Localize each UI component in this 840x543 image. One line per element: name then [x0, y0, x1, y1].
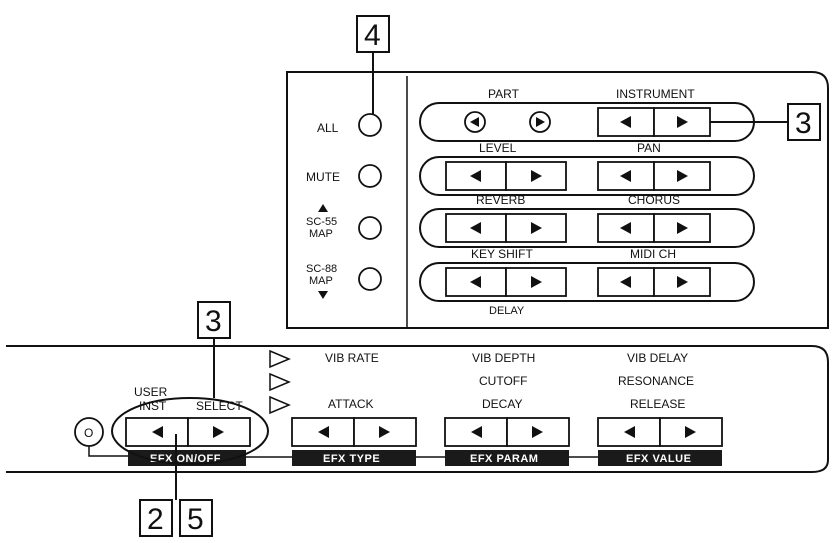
efx-value-bar	[598, 450, 722, 466]
connector-line	[88, 446, 128, 457]
left-arrow-icon	[470, 117, 479, 127]
callout-3-right-number: 3	[795, 107, 812, 140]
pan-label: PAN	[637, 141, 661, 155]
right-arrow-icon	[531, 170, 542, 182]
user-label: USER	[134, 385, 168, 399]
right-arrow-icon	[677, 116, 688, 128]
sc88-map-button[interactable]	[358, 267, 382, 291]
vib-delay-label: VIB DELAY	[627, 351, 688, 365]
right-arrow-icon	[532, 426, 543, 438]
callout-5-number: 5	[187, 503, 204, 536]
row-reverb-chorus: REVERB CHORUS	[419, 193, 755, 248]
left-arrow-icon	[620, 116, 631, 128]
resonance-label: RESONANCE	[618, 374, 694, 388]
left-arrow-icon	[620, 222, 631, 234]
inst-label: INST	[139, 399, 167, 413]
level-label: LEVEL	[479, 141, 517, 155]
decay-label: DECAY	[482, 397, 522, 411]
efx-type-bar	[292, 450, 416, 466]
upper-panel: ALL MUTE SC-55 MAP SC-88 MAP PART INSTRU…	[286, 71, 829, 329]
reverb-label: REVERB	[476, 193, 525, 207]
left-arrow-icon	[470, 276, 481, 288]
sc55-label-line1: SC-55	[306, 216, 337, 228]
callout-5-box	[179, 499, 213, 537]
all-label: ALL	[317, 121, 339, 135]
up-triangle-icon	[318, 204, 328, 212]
mute-label: MUTE	[306, 170, 340, 184]
row-reverb-chorus-frame	[419, 208, 755, 248]
left-arrow-icon	[470, 170, 481, 182]
callout-2-number: 2	[147, 503, 164, 536]
key-shift-label: KEY SHIFT	[471, 247, 533, 261]
mute-button[interactable]	[358, 164, 382, 188]
vib-rate-label: VIB RATE	[325, 351, 379, 365]
row-level-pan: LEVEL PAN	[419, 141, 755, 196]
row-level-pan-frame	[419, 156, 755, 196]
midi-ch-label: MIDI CH	[630, 247, 676, 261]
vib-depth-label: VIB DEPTH	[472, 351, 535, 365]
row-keyshift-midich: KEY SHIFT MIDI CH DELAY	[419, 247, 755, 317]
left-arrow-icon	[318, 426, 329, 438]
left-arrow-icon	[470, 222, 481, 234]
right-arrow-icon	[531, 276, 542, 288]
callout-4-number: 4	[364, 19, 381, 52]
callouts: 4 3 3 2 5	[139, 15, 821, 537]
sc55-map-button[interactable]	[358, 216, 382, 240]
right-arrow-icon	[531, 222, 542, 234]
callout-2-box	[139, 499, 173, 537]
left-arrow-icon	[620, 170, 631, 182]
right-arrow-icon	[379, 426, 390, 438]
attack-label: ATTACK	[328, 397, 374, 411]
sc88-label-line2: MAP	[309, 275, 333, 287]
callout-3-left-number: 3	[205, 305, 222, 338]
efx-param-label: EFX PARAM	[470, 453, 538, 465]
highlight-oval	[111, 397, 269, 465]
left-arrow-icon	[152, 426, 163, 438]
right-arrow-icon	[685, 426, 696, 438]
right-arrow-icon	[677, 222, 688, 234]
row-keyshift-midich-frame	[419, 262, 755, 302]
right-arrow-icon	[677, 170, 688, 182]
chorus-label: CHORUS	[628, 193, 680, 207]
user-inst-left-button[interactable]	[125, 417, 189, 447]
left-arrow-icon	[471, 426, 482, 438]
right-arrow-icon	[677, 276, 688, 288]
down-triangle-icon	[318, 291, 328, 299]
part-label: PART	[488, 87, 520, 101]
triangle-indicator-icon	[269, 349, 291, 369]
triangle-indicator-icon	[269, 372, 291, 392]
efx-param-bar	[445, 450, 569, 466]
upper-panel-outline	[286, 71, 829, 329]
release-label: RELEASE	[630, 397, 685, 411]
sc88-label-line1: SC-88	[306, 263, 337, 275]
all-button[interactable]	[358, 113, 382, 137]
efx-value-label: EFX VALUE	[626, 453, 691, 465]
triangle-indicator-icon	[269, 395, 291, 415]
cutoff-label: CUTOFF	[479, 374, 527, 388]
left-arrow-icon	[620, 276, 631, 288]
efx-type-label: EFX TYPE	[323, 453, 380, 465]
power-symbol: O	[84, 426, 93, 440]
lower-panel: VIB RATE VIB DEPTH VIB DELAY CUTOFF RESO…	[6, 345, 829, 473]
delay-label: DELAY	[489, 305, 525, 317]
lower-panel-outline	[6, 345, 829, 473]
instrument-label: INSTRUMENT	[616, 87, 695, 101]
left-arrow-icon	[624, 426, 635, 438]
row-part-instrument: PART INSTRUMENT	[419, 87, 755, 142]
sc55-label-line2: MAP	[309, 228, 333, 240]
right-arrow-icon	[213, 426, 224, 438]
right-arrow-icon	[536, 117, 545, 127]
